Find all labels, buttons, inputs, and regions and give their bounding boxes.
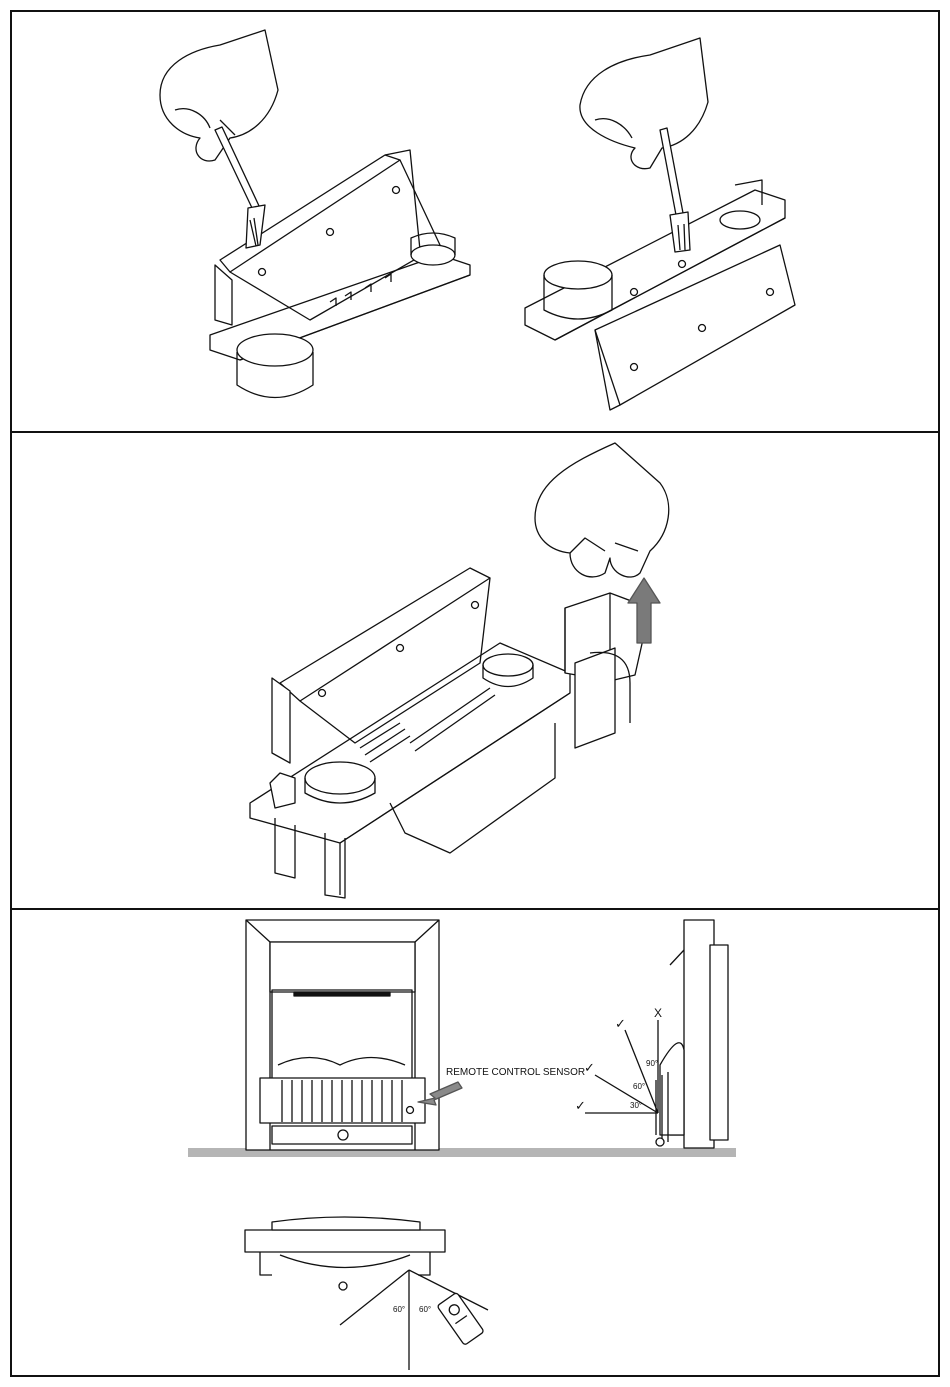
panel-lift-tank <box>10 431 940 908</box>
angle-label-60-right: 60° <box>419 1305 431 1314</box>
panel-remote-sensor: REMOTE CONTROL SENSOR ✓ ✓ ✓ X 90° 60° 30… <box>10 908 940 1377</box>
fire-front-view <box>246 920 439 1150</box>
tank-assembly-drawing <box>250 568 570 898</box>
fire-side-view <box>656 920 728 1148</box>
angle-label-60-side: 60° <box>633 1082 645 1091</box>
remote-control-sensor-label: REMOTE CONTROL SENSOR <box>446 1067 585 1078</box>
check-mark-upper: ✓ <box>615 1016 626 1031</box>
right-tank-drawing <box>525 180 795 410</box>
check-mark-60: ✓ <box>584 1060 595 1075</box>
lifting-hand <box>535 443 669 577</box>
angle-label-90: 90° <box>646 1059 658 1068</box>
cross-mark-90: X <box>654 1006 662 1020</box>
cleaning-illustration <box>10 10 940 431</box>
check-mark-30: ✓ <box>575 1098 586 1113</box>
angle-label-30: 30° <box>630 1101 642 1110</box>
sensor-illustration: REMOTE CONTROL SENSOR ✓ ✓ ✓ X 90° 60° 30… <box>10 910 940 1379</box>
fire-top-view <box>245 1217 445 1290</box>
panel-cleaning-tank <box>10 10 940 431</box>
angle-label-60-left: 60° <box>393 1305 405 1314</box>
left-hand-brush <box>160 30 278 248</box>
right-hand-brush <box>580 38 708 252</box>
lift-illustration <box>10 433 940 910</box>
remote-control <box>437 1292 484 1345</box>
